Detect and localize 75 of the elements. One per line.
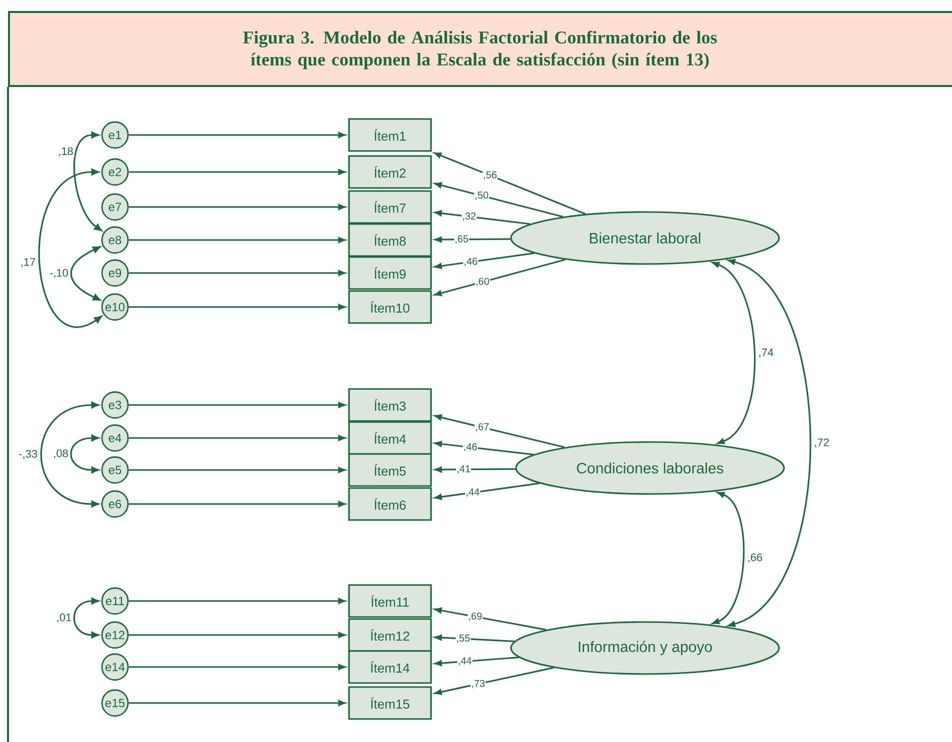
edge-label: -,33 [19,450,38,460]
item-box: Ítem9 [348,256,432,290]
arrow [128,204,346,210]
item-box: Ítem8 [348,223,432,257]
covariance-arrow [38,168,102,328]
item-box: Ítem15 [348,686,432,720]
arrow [434,634,514,642]
covariance-arrow [70,434,99,474]
arrow [128,467,346,473]
edge-label: ,44 [458,657,472,666]
edge-label: ,69 [469,612,482,621]
edge-label: ,73 [472,680,485,688]
arrow [128,501,346,507]
covariance-arrow [73,132,102,232]
arrow [128,237,346,243]
edge-label: ,44 [466,488,480,497]
edge-label: ,50 [476,192,488,200]
edge-label: ,18 [59,147,73,156]
arrow [434,210,530,225]
covariance-arrow [70,246,101,301]
arrow [128,598,346,604]
item-box: Ítem2 [348,155,432,189]
arrow [434,666,554,695]
edge-label: ,46 [464,443,477,452]
item-box: Ítem1 [348,118,432,152]
item-box: Ítem5 [348,453,432,487]
arrow [128,402,346,408]
edge-label: ,17 [21,258,36,268]
arrow [128,664,346,670]
arrow [434,258,566,296]
arrow [434,466,516,473]
edge-label: ,55 [457,634,470,643]
item-box: Ítem10 [348,290,432,324]
item-box: Ítem6 [348,487,432,521]
edge-label: ,66 [748,553,762,563]
arrow [434,182,564,218]
covariance-arrow [712,492,744,624]
arrow [434,236,510,243]
edge-label: ,72 [815,438,829,448]
item-box: Ítem14 [348,650,432,684]
arrow [434,482,540,500]
item-box: Ítem12 [348,618,432,652]
edge-label: ,46 [464,258,478,266]
arrow [434,252,534,269]
edge-label: -,10 [50,268,68,278]
edge-label: ,01 [57,613,72,623]
arrow [434,414,565,448]
arrow [434,607,546,631]
covariance-arrow [73,598,99,638]
arrow [128,435,346,441]
edge-label: ,74 [759,348,774,358]
item-box: Ítem7 [348,190,432,224]
edge-label: ,08 [54,449,68,459]
edge-label: ,41 [457,465,470,474]
title: Figura 3. Modelo de Análisis Factorial Confirmatorio de los ítems que componen la Escala de satisfacción (sin ítem 13) [243,30,717,70]
arrow [128,700,346,706]
arrow [434,440,534,456]
arrow [434,152,586,215]
arrow [128,632,346,638]
covariance-arrow [728,259,812,627]
item-box: Ítem11 [348,584,432,618]
arrow [128,270,346,276]
edge-label: ,32 [463,212,476,221]
arrow [128,304,346,310]
edge-label: ,60 [476,278,490,286]
edge-label: ,65 [456,235,468,244]
edge-label: ,56 [484,171,497,180]
arrow [434,656,519,666]
arrow [128,132,346,138]
edge-label: ,67 [476,423,489,432]
item-box: Ítem4 [348,421,432,455]
arrow [128,169,346,175]
item-box: Ítem3 [348,388,432,422]
covariance-arrow [712,262,756,444]
covariance-arrow [40,402,99,508]
